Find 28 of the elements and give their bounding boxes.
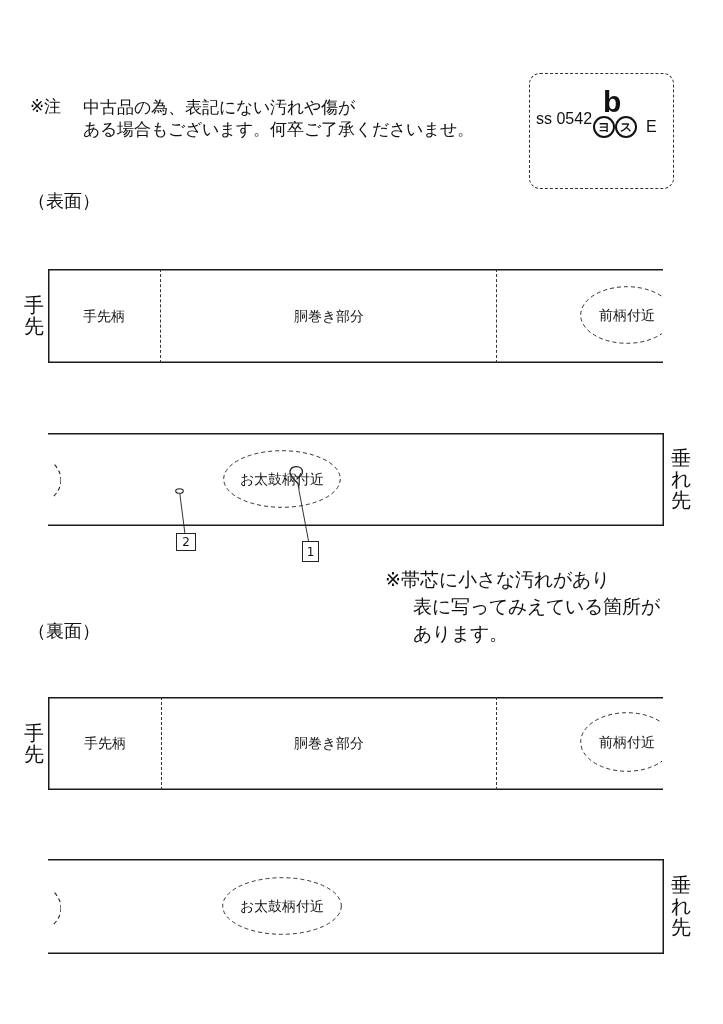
circled-letter: ヨ: [593, 116, 615, 138]
spot-mark: [175, 488, 184, 494]
end-label: 手先: [24, 295, 44, 337]
code-text: ss 0542: [536, 111, 593, 127]
section-heading: （表面）: [28, 189, 100, 212]
band-section: 手先柄: [48, 697, 162, 790]
band-section: 胴巻き部分: [162, 697, 497, 790]
band-section: 手先柄: [48, 269, 161, 363]
callout-number: 1: [302, 541, 319, 562]
section-heading: （裏面）: [28, 619, 100, 642]
leader-line: [179, 493, 186, 534]
dashed-ellipse: お太鼓柄付近: [222, 877, 342, 935]
dashed-arc: [51, 891, 61, 925]
note-marker: ※注: [30, 96, 62, 117]
band-section: 胴巻き部分: [161, 269, 497, 363]
dashed-arc: [51, 463, 61, 497]
dashed-box: [529, 73, 674, 189]
handwritten-note: ※帯芯に小さな汚れがあり表に写ってみえている箇所があります。: [385, 567, 661, 646]
callout-number: 2: [176, 533, 196, 551]
end-label: 手先: [24, 722, 44, 765]
grade-letter: E: [646, 119, 657, 135]
circled-letter: ス: [615, 116, 637, 138]
end-label: 垂れ先: [671, 448, 691, 511]
end-label: 垂れ先: [671, 875, 691, 938]
note-text: 中古品の為、表記にない汚れや傷がある場合もございます。何卒ご了承くださいませ。: [83, 96, 475, 140]
leader-line: [298, 488, 310, 542]
dashed-ellipse: お太鼓柄付近: [223, 450, 341, 508]
handwritten-letter: b: [603, 87, 622, 117]
